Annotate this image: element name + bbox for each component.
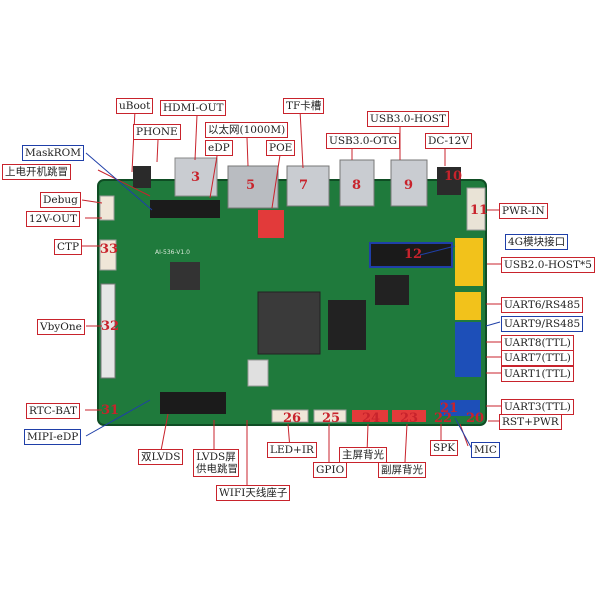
ic-chip [170, 262, 200, 290]
label-lvds-jumper-line2: 供电跳冒 [193, 462, 239, 477]
uart3-header [440, 400, 480, 416]
label-uart7: UART7(TTL) [501, 350, 574, 366]
label-tf-slot: TF卡槽 [283, 98, 325, 114]
label-mipi-edp: MIPI-eDP [24, 429, 82, 445]
gpio-connector [313, 409, 347, 423]
label-uboot: uBoot [116, 98, 154, 114]
hdmi-port [174, 157, 218, 197]
silkscreen-text: AI-536-V1.0 [155, 249, 190, 256]
board-number: 3 [191, 170, 200, 185]
label-usb3-otg: USB3.0-OTG [326, 133, 401, 149]
board-number: 32 [101, 319, 119, 334]
board-number: 24 [362, 411, 380, 426]
label-wifi-antenna: WIFI天线座子 [216, 485, 291, 501]
board-number: 20 [466, 411, 484, 426]
label-main-backlight: 主屏背光 [339, 447, 387, 463]
soc-chip [257, 291, 321, 355]
uart-ttl-headers [455, 322, 481, 377]
label-uart9: UART9/RS485 [501, 316, 584, 332]
label-uart8: UART8(TTL) [501, 335, 574, 351]
label-edp: eDP [205, 140, 233, 156]
board-number: 8 [352, 178, 361, 193]
led-ir-connector [271, 409, 309, 423]
board-number: 7 [299, 178, 308, 193]
memory-chip [328, 300, 366, 350]
board-numbers: 3 5 7 8 9 10 11 12 33 32 31 26 25 24 23 … [100, 169, 488, 426]
label-uart6: UART6/RS485 [501, 297, 584, 313]
label-spk: SPK [430, 440, 459, 456]
label-vbyone: VbyOne [37, 319, 85, 335]
label-12v-out: 12V-OUT [26, 211, 80, 227]
label-pwr-in: PWR-IN [499, 203, 548, 219]
label-led-ir: LED+IR [267, 442, 317, 458]
label-gpio: GPIO [313, 462, 348, 478]
ic-chip [375, 275, 409, 305]
board-number: 5 [246, 178, 255, 193]
board-number: 10 [444, 169, 462, 184]
label-rtc-bat: RTC-BAT [26, 403, 81, 419]
label-usb3-host: USB3.0-HOST [367, 111, 449, 127]
board-number: 25 [322, 411, 340, 426]
board-number: 23 [400, 411, 418, 426]
ctp-connector [99, 239, 117, 271]
dc-jack [437, 167, 461, 195]
label-rst-pwr: RST+PWR [499, 414, 562, 430]
label-hdmi-out: HDMI-OUT [160, 100, 227, 116]
vbyone-connector [100, 283, 116, 379]
board-number: 21 [440, 401, 458, 416]
board-number: 33 [100, 242, 118, 257]
pwr-in-connector [466, 187, 486, 231]
label-poe: POE [266, 140, 296, 156]
usb2-headers [455, 238, 483, 286]
label-phone: PHONE [133, 124, 181, 140]
label-lvds-jumper-line1: LVDS屏 [193, 449, 239, 464]
label-dc12v: DC-12V [425, 133, 472, 149]
board-number: 22 [434, 411, 452, 426]
edp-header [150, 200, 220, 218]
ethernet-port [227, 165, 279, 209]
usb3-host-port [390, 159, 428, 207]
uart6-header [455, 292, 481, 320]
label-ctp: CTP [54, 239, 83, 255]
label-power-jumper: 上电开机跳冒 [2, 164, 71, 180]
board-number: 11 [470, 203, 488, 218]
label-4g-module: 4G模块接口 [505, 234, 569, 250]
usb3-otg-port [339, 159, 375, 207]
wifi-module [247, 359, 269, 387]
label-uart1: UART1(TTL) [501, 366, 574, 382]
label-debug: Debug [40, 192, 81, 208]
label-sub-backlight: 副屏背光 [378, 462, 426, 478]
phone-jack [133, 166, 151, 188]
label-usb2-host: USB2.0-HOST*5 [501, 257, 595, 273]
board-number: 26 [283, 411, 301, 426]
tf-slot-area [286, 165, 330, 207]
poe-header [258, 210, 284, 238]
4g-module-slot [369, 242, 453, 268]
sub-backlight-connector [392, 410, 426, 422]
dual-lvds-header [160, 392, 226, 414]
label-ethernet: 以太网(1000M) [205, 122, 289, 138]
label-maskrom: MaskROM [22, 145, 85, 161]
label-mic: MIC [471, 442, 500, 458]
board-number: 31 [101, 403, 119, 418]
board-number: 9 [404, 178, 413, 193]
label-dual-lvds: 双LVDS [138, 449, 184, 465]
debug-connector [99, 195, 115, 221]
board-number: 12 [404, 247, 422, 262]
label-uart3: UART3(TTL) [501, 399, 574, 415]
main-backlight-connector [352, 410, 388, 422]
